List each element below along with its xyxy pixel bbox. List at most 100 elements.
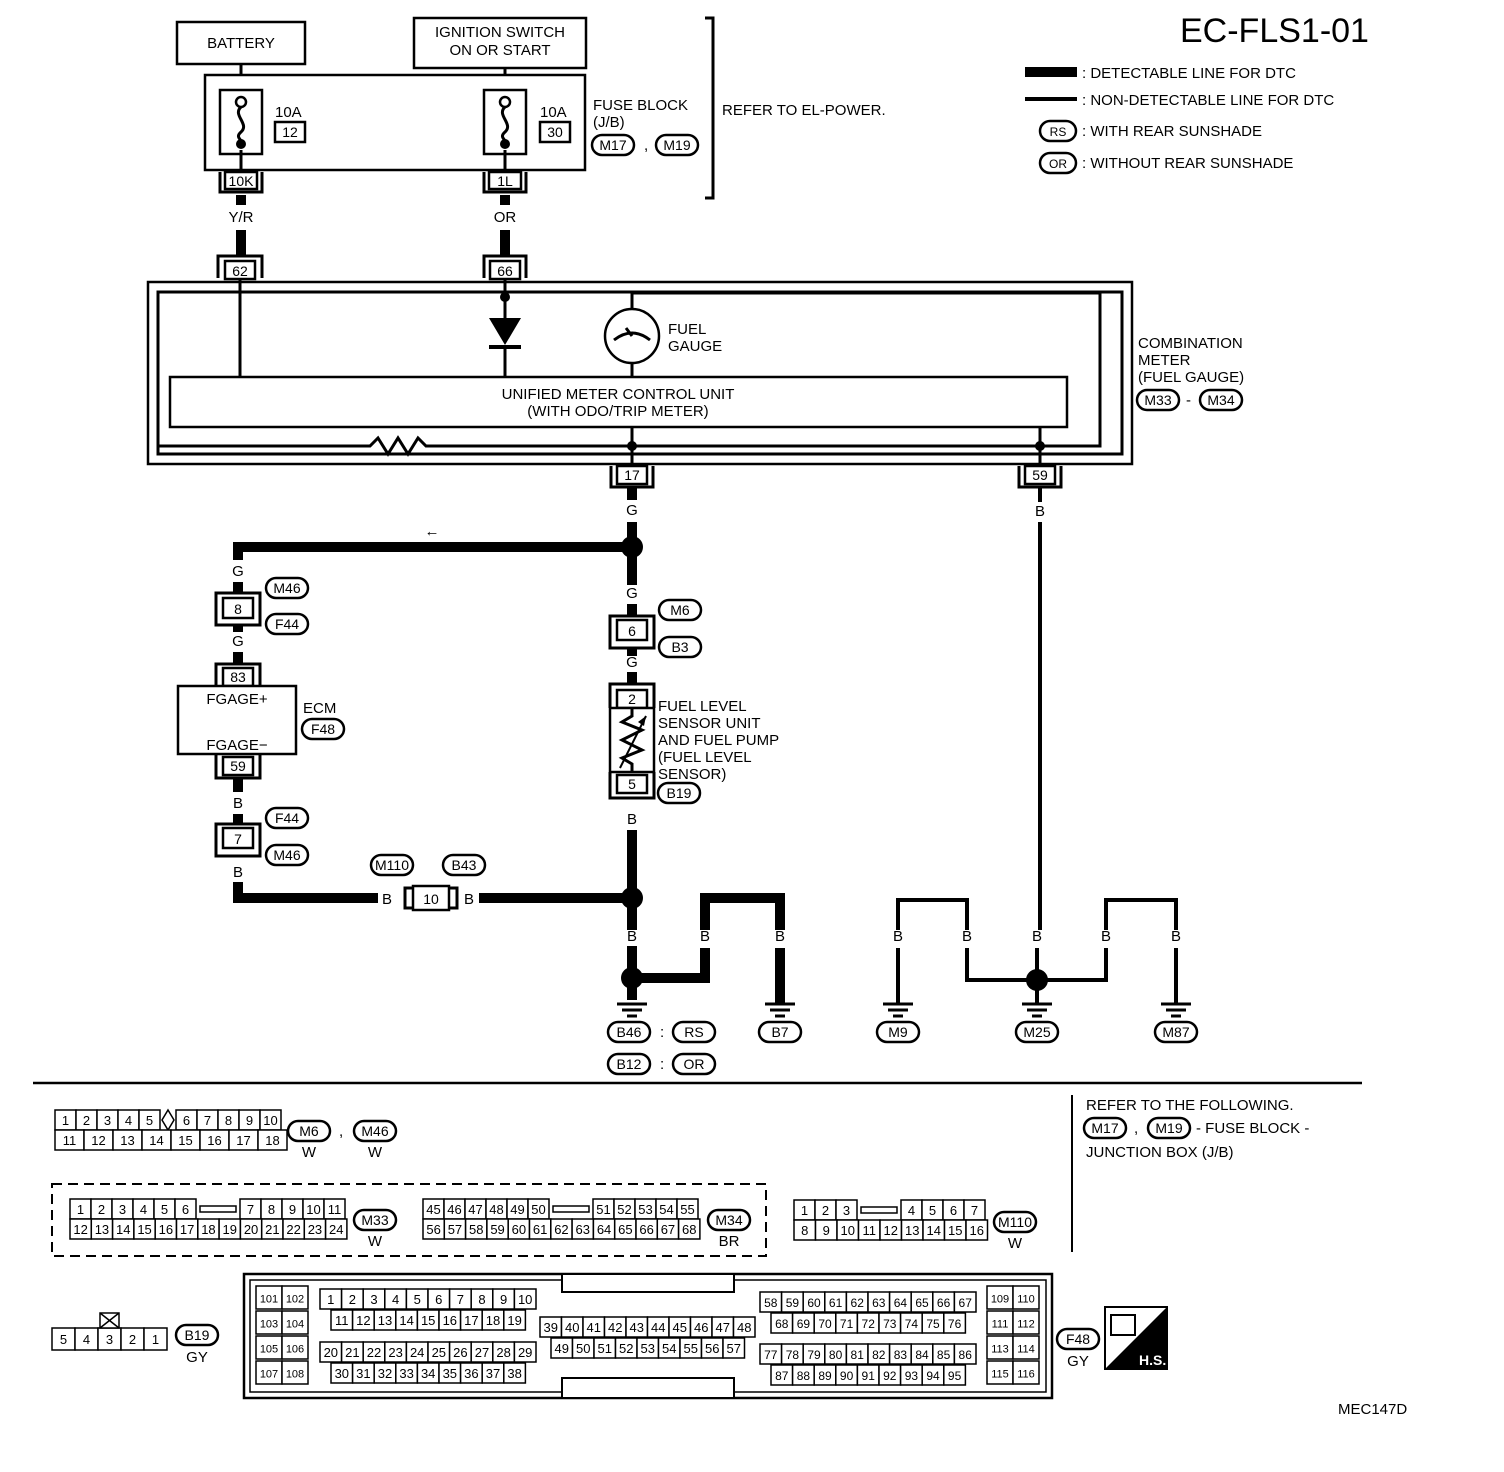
ground-rs-tag: RS xyxy=(684,1024,703,1040)
f48-pin-label: 80 xyxy=(829,1348,843,1362)
pin-59: 59 xyxy=(1032,467,1048,483)
ignition-label-2: ON OR START xyxy=(449,42,550,59)
m33-pin-label: 15 xyxy=(137,1222,151,1237)
f48-cell xyxy=(281,1360,309,1385)
f48-pin-label: 59 xyxy=(786,1296,800,1310)
f48-pin-label: 18 xyxy=(486,1313,500,1328)
m6-pin-label: 14 xyxy=(149,1133,163,1148)
conn-f44-tag-1: F44 xyxy=(275,616,299,632)
f48-pin-label: 113 xyxy=(991,1344,1009,1356)
f48-pin-label: 2 xyxy=(349,1292,356,1307)
f48-cell xyxy=(722,1337,746,1359)
f48-pin-label: 109 xyxy=(991,1294,1009,1306)
legend-thick-line xyxy=(1025,67,1077,77)
f48-pin-label: 53 xyxy=(641,1341,655,1356)
refer-following: REFER TO THE FOLLOWING. xyxy=(1086,1097,1294,1114)
f48-pin-label: 66 xyxy=(937,1296,951,1310)
conn-face-m34-name: M34 xyxy=(715,1212,742,1228)
m33-cell xyxy=(324,1218,348,1240)
f48-pin-label: 107 xyxy=(260,1369,278,1381)
f48-pin-label: 86 xyxy=(959,1348,973,1362)
fuse-30-amp: 10A xyxy=(540,104,567,121)
conn-face-b19-name: B19 xyxy=(185,1327,210,1343)
f48-cell xyxy=(1012,1310,1040,1335)
f48-pin-label: 84 xyxy=(915,1348,929,1362)
dash: - xyxy=(1186,392,1191,409)
m34-pin-label: 65 xyxy=(618,1222,632,1237)
m6-key xyxy=(161,1108,175,1132)
fuse-12-number: 12 xyxy=(282,124,298,140)
m33-pin-label: 17 xyxy=(180,1222,194,1237)
m33-pin-label: 9 xyxy=(289,1202,296,1217)
f48-pin-label: 114 xyxy=(1017,1344,1035,1356)
f48-pin-label: 55 xyxy=(684,1341,698,1356)
f48-pin-label: 39 xyxy=(544,1320,558,1335)
fuel-gauge-label-1: FUEL xyxy=(668,321,706,338)
m6-pin-label: 11 xyxy=(63,1133,77,1148)
ground-b46-icon xyxy=(617,1002,647,1018)
f48-pin-label: 68 xyxy=(775,1317,789,1331)
unified-meter-control-unit xyxy=(168,375,1069,429)
f48-cell xyxy=(943,1312,967,1334)
f48-pin-label: 44 xyxy=(651,1320,665,1335)
wire-b-11: B xyxy=(962,928,972,945)
wire-color-yr: Y/R xyxy=(228,209,253,226)
m34-pin-label: 52 xyxy=(617,1202,631,1217)
f48-pin-label: 42 xyxy=(608,1320,622,1335)
f48-pin-label: 38 xyxy=(507,1366,521,1381)
conn-face-m33-color: W xyxy=(368,1233,383,1250)
m110-pin-label: 1 xyxy=(801,1203,808,1218)
m6-pin-label: 10 xyxy=(263,1113,277,1128)
conn-b19-tag: B19 xyxy=(667,785,692,801)
f48-cell xyxy=(281,1285,309,1310)
f48-pin-label: 22 xyxy=(367,1345,381,1360)
m6-pin-label: 4 xyxy=(125,1113,132,1128)
f48-pin-label: 56 xyxy=(705,1341,719,1356)
m33-pin-label: 6 xyxy=(182,1202,189,1217)
wire-b-6: B xyxy=(627,928,637,945)
m34-pin-label: 53 xyxy=(638,1202,652,1217)
ecm-box xyxy=(176,684,298,756)
m34-pin-label: 45 xyxy=(426,1202,440,1217)
m33-pin-label: 12 xyxy=(73,1222,87,1237)
f48-pin-label: 79 xyxy=(807,1348,821,1362)
f48-pin-label: 14 xyxy=(399,1313,413,1328)
m110-pin-label: 16 xyxy=(970,1223,984,1238)
wire-b-14: B xyxy=(1171,928,1181,945)
conn-m110-tag: M110 xyxy=(375,857,409,873)
f48-cell xyxy=(732,1316,756,1338)
pin-8: 8 xyxy=(234,601,242,617)
m34-pin-label: 57 xyxy=(448,1222,462,1237)
wire-g-2: G xyxy=(232,563,244,580)
colon-2: : xyxy=(660,1056,664,1073)
b19-pin-label: 5 xyxy=(60,1332,67,1347)
m33-pin-label: 4 xyxy=(140,1202,147,1217)
f48-pin-label: 81 xyxy=(851,1348,865,1362)
pin-62: 62 xyxy=(232,263,248,279)
m6-pin-label: 18 xyxy=(265,1133,279,1148)
ground-m9-icon xyxy=(883,1002,913,1018)
conn-m33-tag: M33 xyxy=(1144,392,1171,408)
diagram-code-title: EC-FLS1-01 xyxy=(1180,12,1369,50)
f48-pin-label: 63 xyxy=(872,1296,886,1310)
wire-b-4: B xyxy=(464,891,474,908)
f48-cell xyxy=(1012,1285,1040,1310)
m34-pin-label: 62 xyxy=(554,1222,568,1237)
f48-pin-label: 33 xyxy=(399,1366,413,1381)
m33-pin-label: 8 xyxy=(268,1202,275,1217)
f48-pin-label: 52 xyxy=(619,1341,633,1356)
f48-pin-label: 106 xyxy=(286,1344,304,1356)
conn-face-m6-color: W xyxy=(302,1144,317,1161)
ground-m25-label: M25 xyxy=(1023,1024,1050,1040)
f48-pin-label: 116 xyxy=(1017,1369,1035,1381)
terminal-1l: 1L xyxy=(497,173,513,189)
m34-pin-label: 58 xyxy=(469,1222,483,1237)
wire-b-7: B xyxy=(700,928,710,945)
conn-m17: M17 xyxy=(599,137,626,153)
f48-pin-label: 11 xyxy=(335,1313,349,1328)
ecm-fgage-plus: FGAGE+ xyxy=(206,691,268,708)
